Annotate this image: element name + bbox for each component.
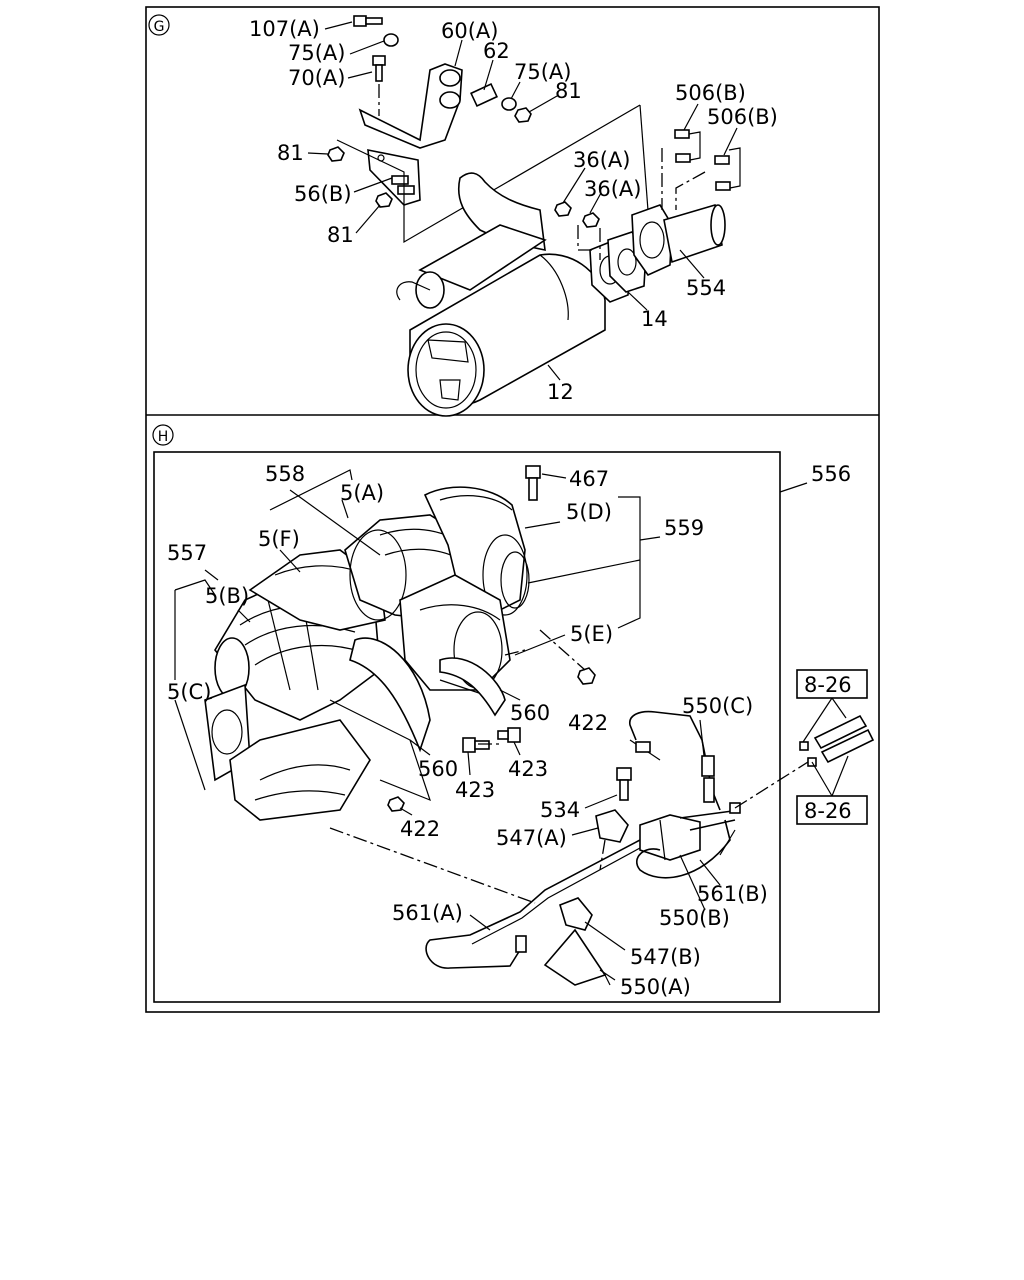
label-561b: 561(B) xyxy=(697,882,768,906)
label-467: 467 xyxy=(569,467,609,491)
label-36a-1: 36(A) xyxy=(573,148,630,172)
label-560-1: 560 xyxy=(510,701,550,725)
label-550a: 550(A) xyxy=(620,975,691,999)
label-36a-2: 36(A) xyxy=(584,177,641,201)
pipe-561b-icon xyxy=(636,819,736,879)
diagram-frame xyxy=(145,6,880,1013)
label-422-2: 422 xyxy=(400,817,440,841)
bolt-467-icon xyxy=(525,465,541,501)
bolt-534-icon xyxy=(616,767,632,801)
hose-icon xyxy=(799,714,875,767)
sensor-pipe-550c-icon xyxy=(629,710,721,811)
label-75a-1: 75(A) xyxy=(288,41,345,65)
label-559: 559 xyxy=(664,516,704,540)
bracket-547a-icon xyxy=(595,809,629,843)
label-506b-1: 506(B) xyxy=(675,81,746,105)
section-h-inner-frame xyxy=(153,451,781,1003)
section-g-marker: G xyxy=(148,14,170,36)
label-8-26-1: 8-26 xyxy=(804,673,852,697)
bracket-547b-icon xyxy=(559,897,593,931)
label-62: 62 xyxy=(483,39,510,63)
label-75a-2: 75(A) xyxy=(514,60,571,84)
label-81-3: 81 xyxy=(327,223,354,247)
label-5b: 5(B) xyxy=(205,584,249,608)
bolt-70a-icon xyxy=(372,55,386,82)
label-558: 558 xyxy=(265,462,305,486)
pressure-sensor-550b-icon xyxy=(639,802,741,861)
section-h-drawing xyxy=(174,465,809,986)
label-547b: 547(B) xyxy=(630,945,701,969)
label-550b: 550(B) xyxy=(659,906,730,930)
nut-36a-icon xyxy=(554,201,572,217)
section-h-marker: H xyxy=(152,424,174,446)
bolt-506b-icon xyxy=(674,129,701,163)
bracket-550a-icon xyxy=(543,928,611,986)
label-556: 556 xyxy=(811,462,851,486)
label-423-1: 423 xyxy=(455,778,495,802)
bolt-423-2-icon xyxy=(497,727,521,743)
nut-81-3-icon xyxy=(375,192,393,208)
label-14: 14 xyxy=(641,307,668,331)
section-g-drawing xyxy=(307,15,741,417)
svg-text:G: G xyxy=(154,19,165,35)
label-12: 12 xyxy=(547,380,574,404)
label-506b-2: 506(B) xyxy=(707,105,778,129)
muffler-12-icon xyxy=(396,172,606,417)
label-107a: 107(A) xyxy=(249,17,320,41)
converter-5c-icon xyxy=(204,683,431,821)
svg-text:H: H xyxy=(158,429,169,445)
label-422-1: 422 xyxy=(568,711,608,735)
label-557: 557 xyxy=(167,541,207,565)
label-5e: 5(E) xyxy=(570,622,613,646)
label-70a: 70(A) xyxy=(288,66,345,90)
label-60a: 60(A) xyxy=(441,19,498,43)
label-5a: 5(A) xyxy=(340,481,384,505)
label-547a: 547(A) xyxy=(496,826,567,850)
bolt-pair-icon xyxy=(391,175,415,195)
washer-75a-icon xyxy=(383,33,399,47)
washer-75a-2-icon xyxy=(501,97,517,111)
nut-36a-2-icon xyxy=(582,212,600,228)
label-5d: 5(D) xyxy=(566,500,612,524)
label-81-1: 81 xyxy=(555,79,582,103)
label-534: 534 xyxy=(540,798,580,822)
label-561a: 561(A) xyxy=(392,901,463,925)
label-5f: 5(F) xyxy=(258,527,300,551)
bolt-107a-icon xyxy=(353,15,383,27)
bolt-423-icon xyxy=(462,737,490,753)
label-8-26-2: 8-26 xyxy=(804,799,852,823)
pipe-554-icon xyxy=(631,203,726,277)
nut-81-2-icon xyxy=(327,146,345,162)
label-550c: 550(C) xyxy=(682,694,753,718)
nut-81-icon xyxy=(514,107,532,123)
bracket-60a-icon xyxy=(358,63,463,149)
clamp-560-icon xyxy=(349,637,506,753)
nut-422-2-icon xyxy=(387,796,405,812)
label-5c: 5(C) xyxy=(167,680,211,704)
nut-422-icon xyxy=(577,667,596,685)
reference-8-26-group xyxy=(796,669,875,825)
bolt-506b-2-icon xyxy=(714,147,741,191)
spacer-62-icon xyxy=(470,82,498,108)
label-56b: 56(B) xyxy=(294,182,352,206)
label-554: 554 xyxy=(686,276,726,300)
label-560-2: 560 xyxy=(418,757,458,781)
label-81-2: 81 xyxy=(277,141,304,165)
label-423-2: 423 xyxy=(508,757,548,781)
